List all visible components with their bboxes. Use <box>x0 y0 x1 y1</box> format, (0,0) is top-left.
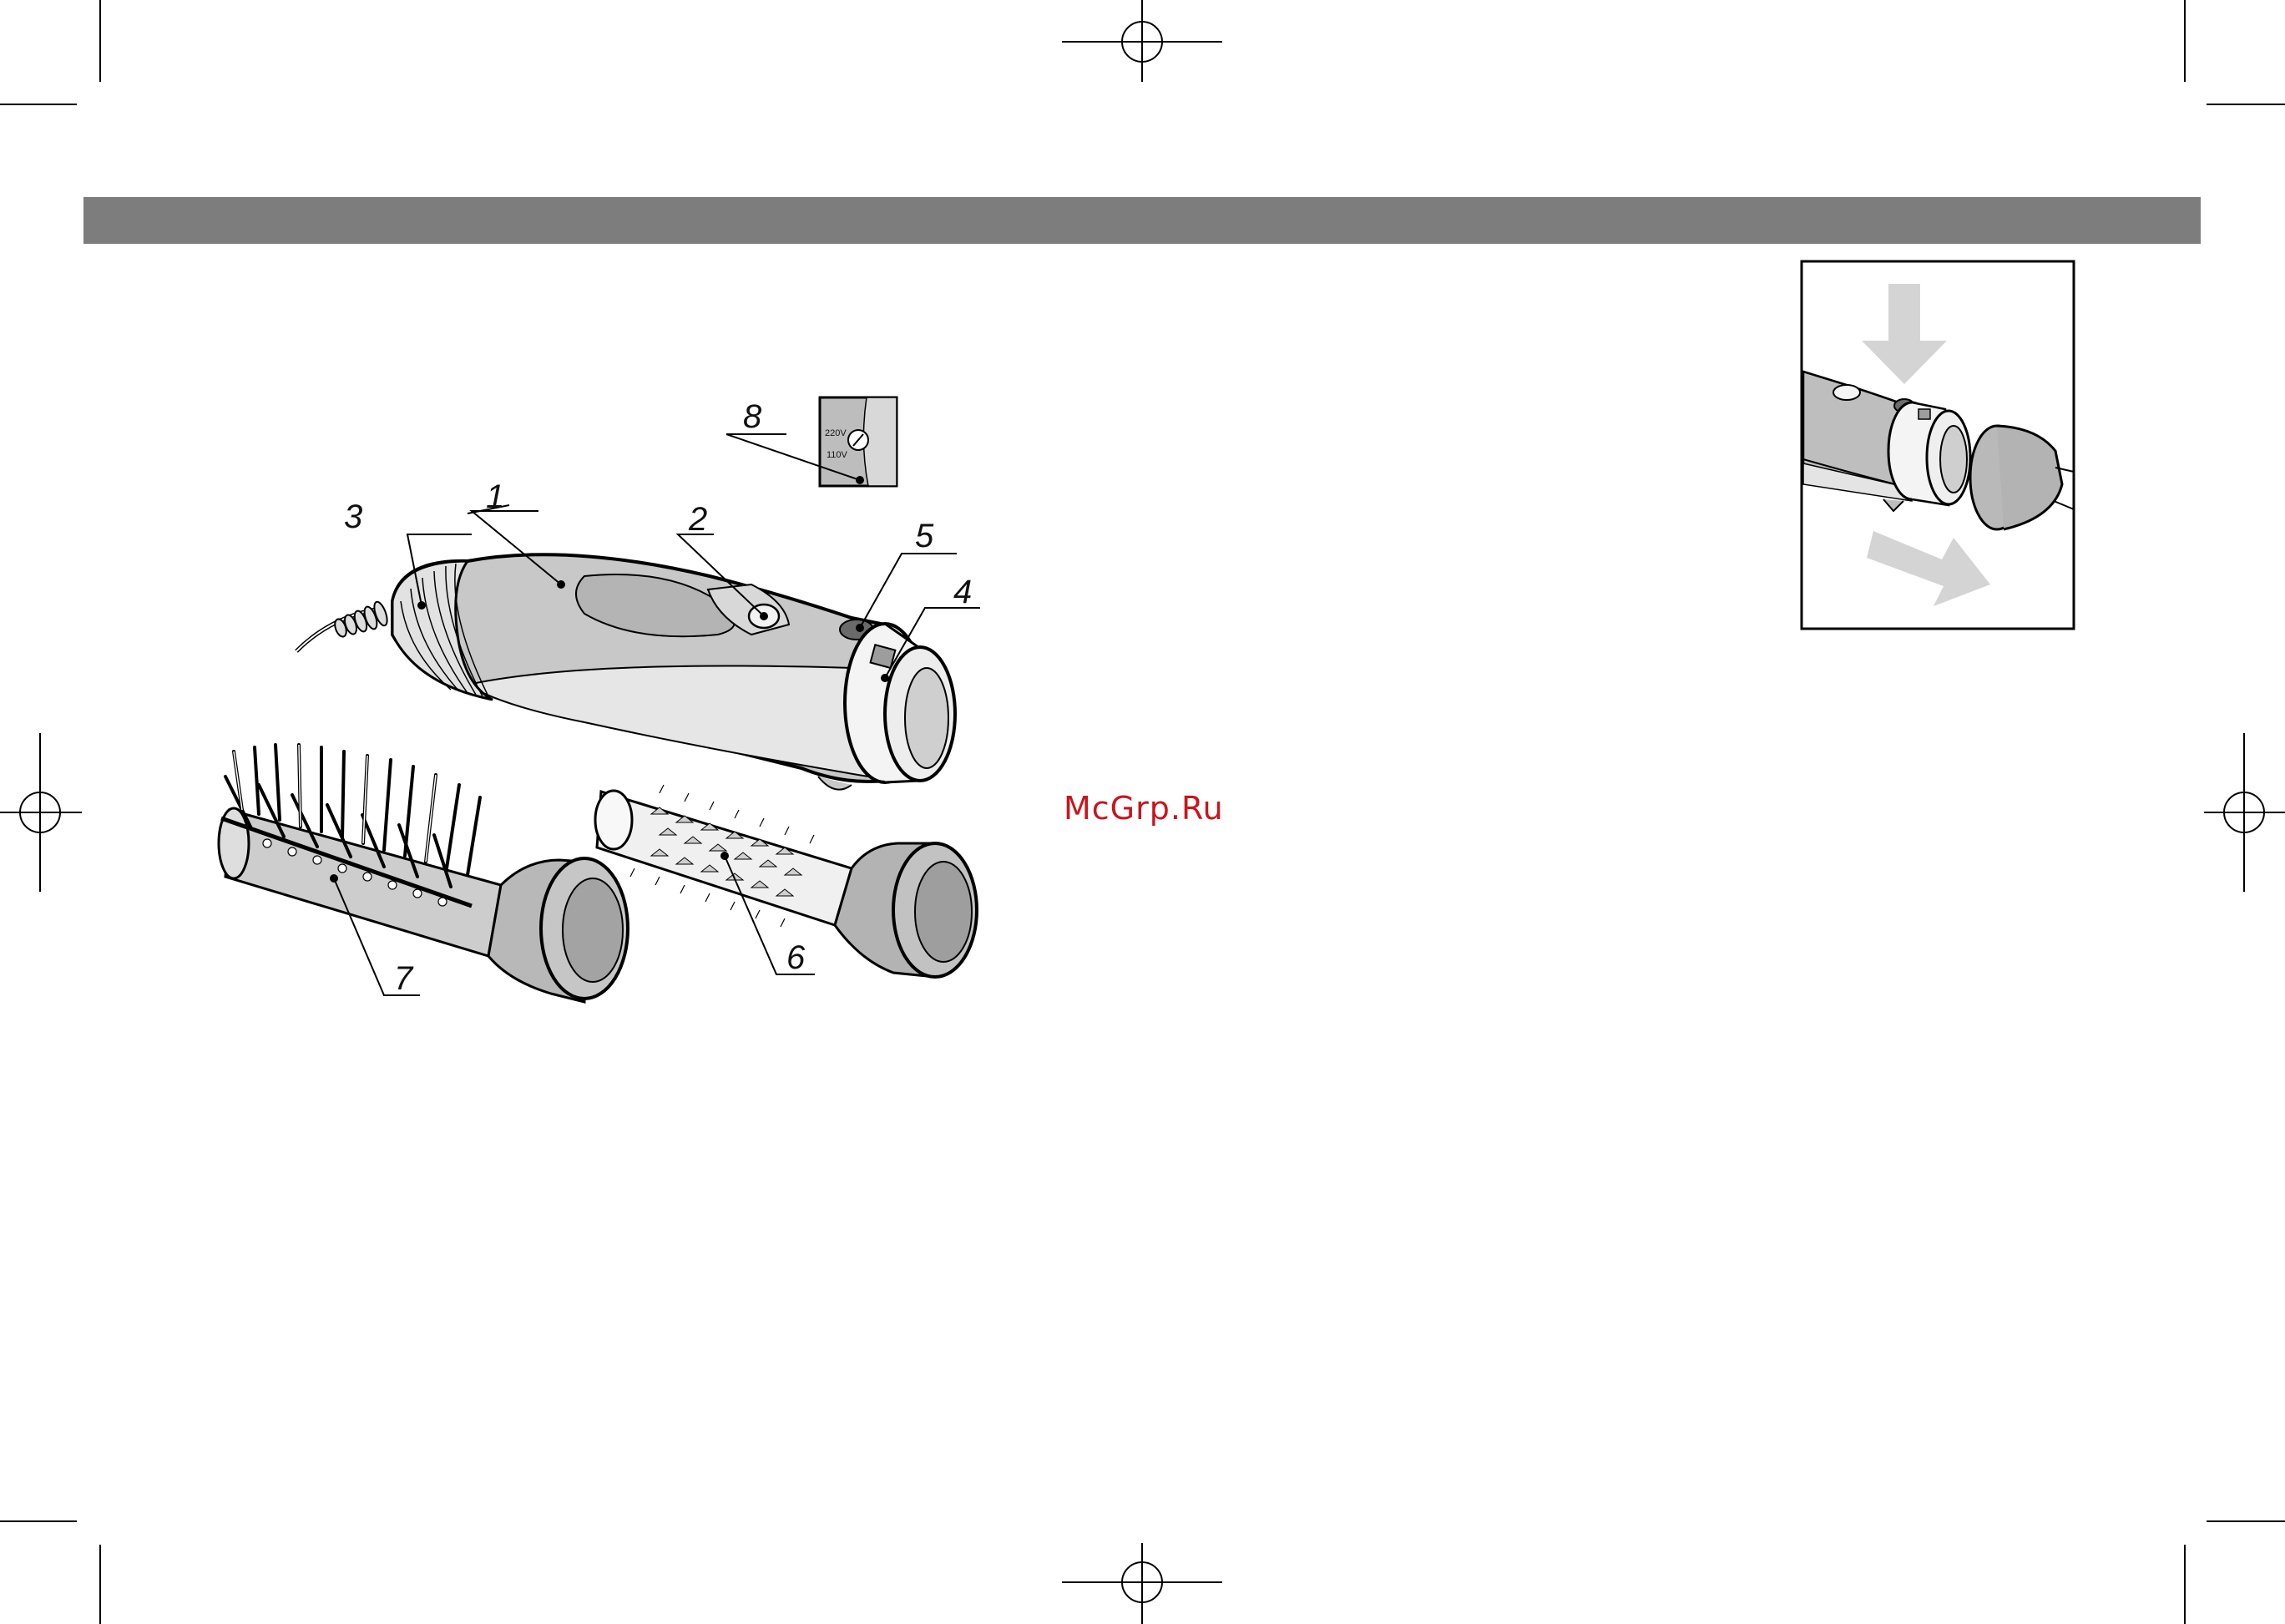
attachment-fitting-inset <box>1802 261 2074 629</box>
watermark: McGrp.Ru <box>1064 790 1224 827</box>
callout-2: 2 <box>688 501 707 538</box>
hair-styler-body <box>296 554 955 789</box>
voltage-switch-inset: 220V 110V <box>820 397 897 486</box>
voltage-label-110: 110V <box>827 450 848 460</box>
registration-mark-left <box>0 733 82 892</box>
registration-mark-bottom <box>1062 1543 1222 1624</box>
callout-7: 7 <box>394 960 414 997</box>
callout-4: 4 <box>953 574 972 610</box>
round-brush-attachment <box>219 745 628 1002</box>
callout-5: 5 <box>915 518 934 554</box>
callout-8: 8 <box>743 398 762 435</box>
registration-mark-right <box>2204 733 2285 892</box>
callout-6: 6 <box>786 939 806 976</box>
callout-1: 1 <box>486 478 504 515</box>
registration-mark-top <box>1062 0 1222 82</box>
voltage-label-220: 220V <box>825 428 847 438</box>
callout-3: 3 <box>344 498 362 535</box>
